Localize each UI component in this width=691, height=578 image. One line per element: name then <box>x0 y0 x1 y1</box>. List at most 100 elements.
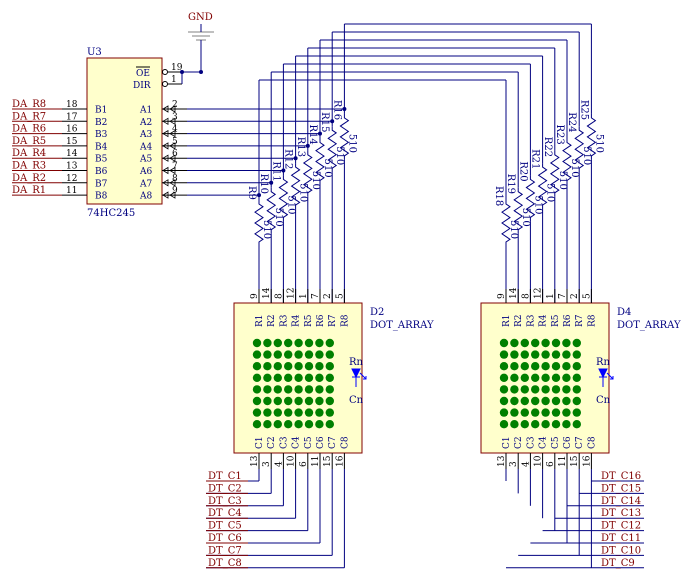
led-dot <box>499 396 509 406</box>
net-label-dt: DT_C15 <box>601 483 641 494</box>
u3-b-pin-number: 11 <box>66 186 77 196</box>
col-pin-number: 16 <box>335 455 345 467</box>
led-dot <box>273 362 282 371</box>
u3-chip: U3 74HC245 OE DIR 19 1 B118DA_R8A12B217D… <box>12 47 203 219</box>
resistor-bank-left: R9510R10510R11510R12510R13510R14510R1551… <box>246 100 357 246</box>
led-dot <box>263 396 272 406</box>
led-dot <box>520 373 529 382</box>
led-dot <box>325 420 334 429</box>
net-label-dt: DT_C11 <box>601 533 641 544</box>
col-pin-name: C5 <box>551 436 561 449</box>
row-pin-number: 5 <box>335 293 345 299</box>
resistor-ref: R21 <box>530 149 541 169</box>
row-pin-number: 2 <box>323 293 333 299</box>
led-dot <box>273 385 282 394</box>
col-pin-number: 3 <box>509 461 519 467</box>
net-label-dt: DT_C12 <box>601 521 641 532</box>
row-pin-number: 9 <box>250 293 260 299</box>
net-label-dt: DT_C2 <box>208 483 242 494</box>
led-dot <box>551 408 561 417</box>
led-dot <box>572 373 581 382</box>
row-pin-name: R2 <box>267 314 277 327</box>
u3-oe-name: OE <box>136 69 150 79</box>
resistor-body <box>537 163 548 210</box>
led-dot <box>541 408 550 417</box>
u3-b-pin-number: 13 <box>66 162 78 172</box>
led-dot <box>284 385 293 394</box>
led-dot <box>263 408 272 417</box>
col-pin-number: 16 <box>582 455 592 467</box>
led-dot <box>273 350 282 359</box>
row-pin-number: 1 <box>299 293 309 299</box>
led-dot <box>541 385 550 394</box>
col-pin-number: 6 <box>546 461 556 467</box>
led-dot <box>263 373 272 382</box>
led-dot <box>252 408 262 417</box>
led-dot <box>294 408 303 417</box>
u3-b-name: B8 <box>95 192 108 202</box>
led-dot <box>510 420 519 429</box>
led-dot <box>284 338 293 348</box>
row-pin-number: 14 <box>509 287 519 299</box>
col-pin-number: 10 <box>534 455 544 467</box>
net-label-dt: DT_C10 <box>601 545 641 556</box>
led-dot <box>325 350 334 359</box>
d4-value: DOT_ARRAY <box>617 320 681 331</box>
led-dot <box>294 385 303 394</box>
row-pin-number: 12 <box>287 288 297 299</box>
led-dot <box>304 362 314 371</box>
u3-b-pin-number: 17 <box>66 112 78 122</box>
u3-a-name: A1 <box>139 106 152 116</box>
net-label-dt: DT_C13 <box>601 508 641 519</box>
led-dot <box>325 396 334 406</box>
led-dot <box>284 362 293 371</box>
led-dot <box>252 362 262 371</box>
led-dot <box>531 338 540 348</box>
led-dot <box>263 338 272 348</box>
led-dot <box>572 420 581 429</box>
d4-dot-array: D4DOT_ARRAYR19C113R214C23R38C34R412C410R… <box>480 287 681 569</box>
resistor-ref: R13 <box>295 137 306 157</box>
led-dot <box>252 338 262 348</box>
resistor-body <box>327 126 338 173</box>
led-dot <box>572 350 581 359</box>
led-dot <box>551 362 561 371</box>
row-pin-number: 12 <box>534 288 544 299</box>
col-pin-name: C4 <box>539 436 549 449</box>
row-pin-number: 2 <box>570 293 580 299</box>
row-pin-name: R4 <box>539 314 549 327</box>
led-dot <box>520 420 529 429</box>
net-label-dt: DT_C4 <box>208 508 242 519</box>
row-pin-name: R6 <box>563 314 573 327</box>
u3-a-name: A6 <box>139 167 152 177</box>
row-pin-number: 5 <box>582 293 592 299</box>
col-pin-number: 11 <box>558 456 568 467</box>
row-pin-name: R6 <box>316 314 326 327</box>
led-dot <box>294 396 303 406</box>
led-dot <box>541 396 550 406</box>
d2-dot-array: D2DOT_ARRAYR19C113R214C23R38C34R412C410R… <box>206 287 434 569</box>
row-pin-number: 14 <box>262 287 272 299</box>
resistor-value: 510 <box>557 171 568 190</box>
net-label-dt: DT_C6 <box>208 533 242 544</box>
net-label-da: DA_R8 <box>12 99 46 110</box>
led-dot <box>510 396 519 406</box>
u3-b-name: B5 <box>95 155 108 165</box>
led-dot <box>520 350 529 359</box>
resistor-value: 510 <box>322 159 333 178</box>
resistor-ref: R12 <box>283 149 294 169</box>
led-dot <box>284 396 293 406</box>
d4-cn-label: Cn <box>596 395 611 406</box>
u3-b-name: B3 <box>95 130 108 140</box>
net-label-dt: DT_C16 <box>601 471 641 482</box>
led-dot <box>572 396 581 406</box>
led-dot <box>315 373 324 382</box>
row-pin-number: 7 <box>311 293 321 299</box>
net-label-dt: DT_C8 <box>208 558 242 569</box>
row-pin-name: R5 <box>551 314 561 327</box>
resistor-value: 510 <box>334 146 345 165</box>
led-dot <box>541 338 550 348</box>
u3-a-pin-number: 9 <box>172 186 178 196</box>
col-pin-name: C6 <box>316 436 326 449</box>
resistor-value: 510 <box>545 183 556 202</box>
